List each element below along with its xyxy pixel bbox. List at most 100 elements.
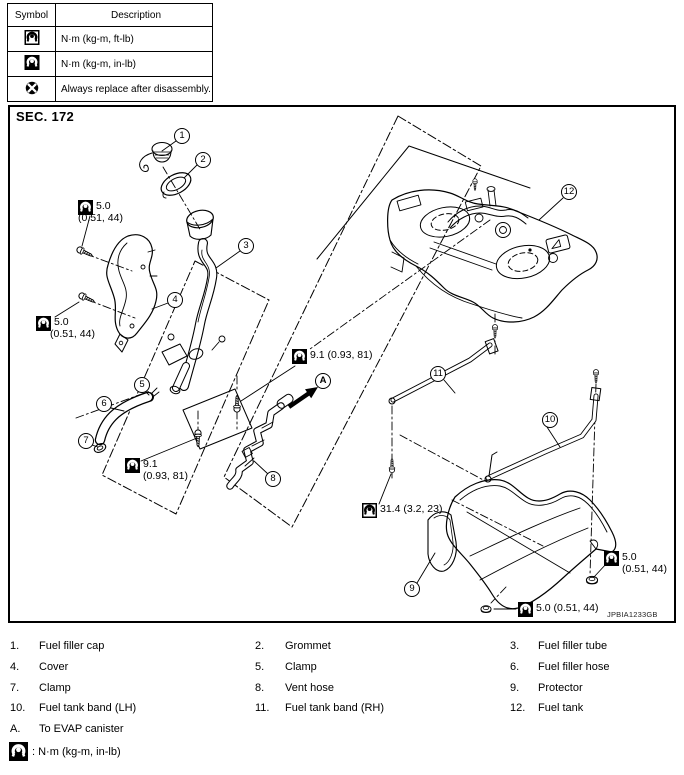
- grommet-drawing: [160, 172, 192, 199]
- part-label: To EVAP canister: [39, 723, 124, 735]
- note-text: : N·m (kg-m, in-lb): [32, 745, 121, 758]
- legend-row-inlb: N·m (kg-m, in-lb): [7, 51, 213, 77]
- part-number: 8.: [255, 682, 265, 694]
- torque-label-cover-upper: 5.0 (0.51, 44): [78, 200, 123, 224]
- torque-sub: (0.51, 44): [50, 328, 95, 340]
- callout-10: 10: [542, 412, 558, 428]
- part-label: Fuel tank band (RH): [285, 702, 385, 714]
- legend-desc-ftlb: N·m (kg-m, ft-lb): [55, 26, 213, 52]
- part-number: 10.: [10, 702, 26, 714]
- torque-ft-lb-icon: [362, 503, 377, 518]
- part-number: A.: [10, 723, 21, 735]
- evap-direction-arrow: [287, 387, 318, 409]
- torque-value: 5.0: [54, 316, 69, 328]
- torque-label-bracket: 9.1 (0.93, 81): [125, 458, 188, 482]
- protector-drawing: [427, 479, 617, 610]
- legend-desc-inlb: N·m (kg-m, in-lb): [55, 51, 213, 77]
- fuel-tank-band-lh-drawing: [484, 369, 602, 483]
- torque-ft-lb-icon: [24, 30, 39, 45]
- callout-2: 2: [195, 152, 211, 168]
- part-number: 12.: [510, 702, 526, 714]
- nut-bottom: [480, 605, 492, 614]
- part-number: 7.: [10, 682, 20, 694]
- alignment-lines: [75, 166, 597, 604]
- torque-label-cover-lower: 5.0 (0.51, 44): [36, 316, 95, 340]
- callout-5: 5: [134, 377, 150, 393]
- figure-id: JPBIA1233GB: [607, 610, 658, 619]
- tube-base-detail-frame: [182, 388, 253, 450]
- section-label: SEC. 172: [16, 109, 75, 124]
- parts-row-1: 1. Fuel filler cap 2. Grommet 3. Fuel fi…: [10, 640, 668, 653]
- part-label: Protector: [538, 682, 583, 694]
- fuel-tank-band-rh-drawing: [388, 324, 499, 474]
- vent-hose-drawing: [226, 393, 294, 490]
- cover-screw-lower: [77, 291, 97, 306]
- torque-value: 5.0 (0.51, 44): [536, 602, 599, 614]
- torque-value: 5.0: [96, 200, 111, 212]
- callout-7: 7: [78, 433, 94, 449]
- torque-in-lb-icon: [604, 551, 619, 566]
- torque-in-lb-icon: [292, 349, 307, 364]
- symbol-legend-table: Symbol Description N·m (kg-m, ft-lb) N·m…: [7, 3, 213, 102]
- part-label: Cover: [39, 661, 69, 673]
- diagram-frame: [8, 105, 676, 623]
- callout-a: A: [315, 373, 331, 389]
- torque-unit-note: : N·m (kg-m, in-lb): [9, 742, 121, 761]
- part-number: 9.: [510, 682, 520, 694]
- part-label: Fuel tank: [538, 702, 584, 714]
- fuel-tank-drawing: [387, 178, 598, 323]
- fuel-filler-cap-drawing: [139, 141, 173, 172]
- torque-in-lb-icon: [36, 316, 51, 331]
- tank-detail-frame: [316, 145, 531, 260]
- part-label: Clamp: [39, 682, 71, 694]
- clamp-7-drawing: [93, 443, 107, 453]
- legend-col-description: Description: [55, 3, 213, 27]
- callout-8: 8: [265, 471, 281, 487]
- part-number: 3.: [510, 640, 520, 652]
- legend-header-row: Symbol Description: [7, 3, 213, 27]
- torque-label-protector-right: 5.0 (0.51, 44): [604, 551, 667, 575]
- parts-row-3: 7. Clamp 8. Vent hose 9. Protector: [10, 682, 668, 695]
- callout-6: 6: [96, 396, 112, 412]
- part-number: 5.: [255, 661, 265, 673]
- callout-4: 4: [167, 292, 183, 308]
- torque-in-lb-icon: [9, 742, 28, 761]
- torque-sub: (0.51, 44): [622, 563, 667, 575]
- callout-9: 9: [404, 581, 420, 597]
- parts-row-2: 4. Cover 5. Clamp 6. Fuel filler hose: [10, 661, 668, 674]
- leader-lines: [54, 140, 608, 610]
- torque-in-lb-icon: [518, 602, 533, 617]
- torque-in-lb-icon: [78, 200, 93, 215]
- torque-in-lb-icon: [125, 458, 140, 473]
- torque-value: 5.0: [622, 551, 637, 563]
- parts-row-4: 10. Fuel tank band (LH) 11. Fuel tank ba…: [10, 702, 668, 715]
- torque-sub: (0.51, 44): [78, 212, 123, 224]
- torque-label-vent-upper: 9.1 (0.93, 81): [292, 349, 372, 364]
- part-label: Clamp: [285, 661, 317, 673]
- cover-screw-upper: [75, 245, 95, 260]
- legend-desc-replace: Always replace after disassembly.: [55, 76, 213, 102]
- replace-icon: [25, 81, 38, 94]
- torque-label-band-bolt: 31.4 (3.2, 23): [362, 503, 442, 518]
- cover-drawing: [106, 234, 158, 353]
- parts-row-reference: A. To EVAP canister: [10, 723, 255, 736]
- callout-12: 12: [561, 184, 577, 200]
- part-label: Fuel filler hose: [538, 661, 610, 673]
- callout-1: 1: [174, 128, 190, 144]
- part-label: Vent hose: [285, 682, 334, 694]
- torque-in-lb-icon: [24, 55, 39, 70]
- section-plane-right: [223, 115, 482, 528]
- legend-row-replace: Always replace after disassembly.: [7, 76, 213, 102]
- fuel-filler-tube-drawing: [161, 209, 226, 395]
- legend-col-symbol: Symbol: [7, 3, 56, 27]
- part-label: Fuel filler tube: [538, 640, 608, 652]
- part-label: Grommet: [285, 640, 331, 652]
- part-number: 1.: [10, 640, 20, 652]
- callout-3: 3: [238, 238, 254, 254]
- fuel-filler-hose-drawing: [94, 391, 154, 446]
- torque-sub: (0.93, 81): [143, 470, 188, 482]
- nut-right: [585, 575, 599, 585]
- part-number: 4.: [10, 661, 20, 673]
- part-number: 2.: [255, 640, 265, 652]
